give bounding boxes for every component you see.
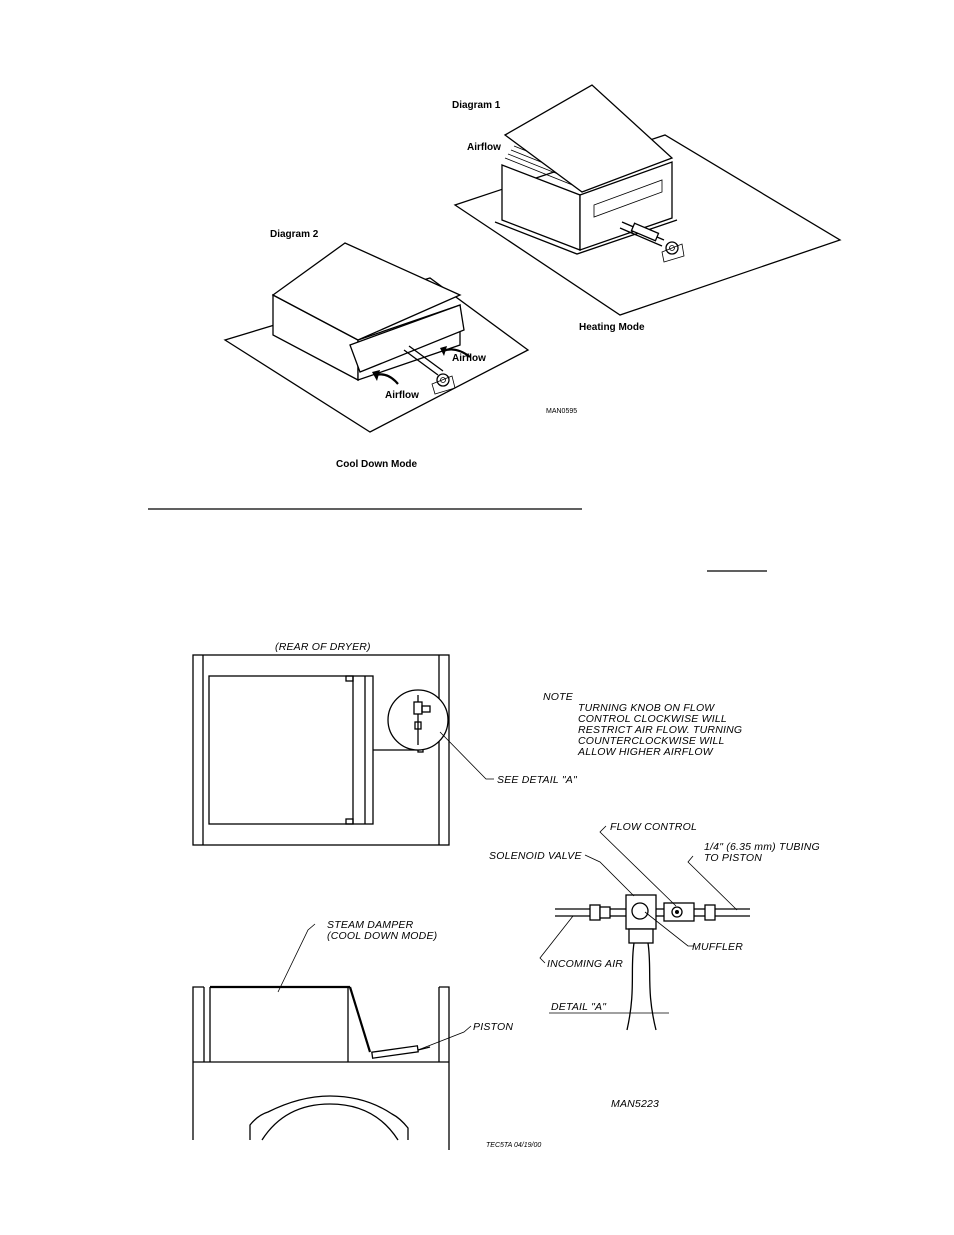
see-detail-leader	[439, 731, 494, 780]
diagram-2-arrow-head-right	[440, 346, 447, 356]
note-line-2: CONTROL CLOCKWISE WILL	[578, 713, 727, 725]
see-detail-label: SEE DETAIL "A"	[497, 774, 578, 786]
diagram-2-airflow-label-left: Airflow	[385, 390, 419, 401]
muffler-leader	[644, 911, 694, 947]
flow-control-label: FLOW CONTROL	[610, 821, 697, 833]
rear-access-panel	[208, 675, 374, 825]
incoming-air-leader	[539, 915, 574, 964]
solenoid-wire-right	[647, 942, 657, 1031]
note-heading: NOTE	[543, 691, 574, 703]
flow-control-knob	[671, 906, 683, 918]
incoming-fitting	[589, 904, 601, 921]
diagram-2-airflow-label-right: Airflow	[452, 353, 486, 364]
muffler-label: MUFFLER	[692, 941, 743, 953]
diagram-2-arrow-head-left	[372, 370, 380, 381]
diagram-2-box-top	[271, 242, 462, 341]
solenoid-coil-stem	[628, 928, 654, 944]
diagram-1-damper-lid	[503, 84, 674, 193]
diagram-2-cool-down-mode: Diagram 2 Airflow Airflow Cool Down Mode	[223, 229, 530, 470]
diagram-1-vent-slot	[593, 179, 663, 218]
diagram-1-airflow-label: Airflow	[467, 142, 501, 153]
solenoid-leader	[584, 854, 635, 897]
muffler-port	[631, 902, 649, 920]
tubing-label-line-1: 1/4" (6.35 mm) TUBING	[704, 841, 820, 853]
solenoid-valve-label: SOLENOID VALVE	[489, 850, 582, 862]
note-line-5: ALLOW HIGHER AIRFLOW	[577, 746, 714, 758]
note-line-3: RESTRICT AIR FLOW. TURNING	[578, 724, 742, 736]
diagram-2-mode-label: Cool Down Mode	[336, 459, 418, 470]
flow-note: NOTE TURNING KNOB ON FLOW CONTROL CLOCKW…	[543, 691, 742, 758]
detail-a-label: DETAIL "A"	[551, 1001, 607, 1013]
detail-a-view: FLOW CONTROL 1/4" (6.35 mm) TUBING TO PI…	[489, 821, 820, 1031]
diagram-2-piston	[403, 345, 456, 395]
steam-damper-leader	[277, 923, 316, 993]
side-left-wall	[192, 986, 204, 1140]
outlet-fitting	[704, 904, 716, 921]
bottom-figure-part-number: MAN5223	[611, 1098, 659, 1110]
side-right-wall	[439, 986, 450, 1150]
side-piston	[371, 1045, 419, 1059]
diagram-1-piston	[619, 221, 685, 263]
piston-leader	[417, 1025, 472, 1051]
dryer-door-outline	[249, 1095, 409, 1140]
flow-control-leader	[599, 825, 677, 907]
steam-damper-label-1: STEAM DAMPER	[327, 919, 414, 931]
diagram-2-damper-flap	[349, 304, 465, 373]
steam-damper-side-view: STEAM DAMPER (COOL DOWN MODE) PISTON	[192, 919, 513, 1150]
diagram-1-mode-label: Heating Mode	[579, 322, 645, 333]
rear-of-dryer-label: (REAR OF DRYER)	[275, 641, 371, 653]
tubing-label-line-2: TO PISTON	[704, 852, 762, 864]
solenoid-wire-left	[626, 942, 635, 1031]
damper-flap	[348, 986, 372, 1053]
steam-damper-label-2: (COOL DOWN MODE)	[327, 930, 437, 942]
note-line-1: TURNING KNOB ON FLOW	[578, 702, 715, 714]
tubing-leader	[687, 855, 738, 911]
diagram-1-heating-mode: Diagram 1 Airflow Heating Mode	[452, 84, 842, 333]
diagram-1-box-side	[579, 161, 673, 251]
diagram-1-title: Diagram 1	[452, 100, 501, 111]
incoming-air-label: INCOMING AIR	[547, 958, 623, 970]
diagram-2-title: Diagram 2	[270, 229, 319, 240]
rear-of-dryer-view: (REAR OF DRYER) SEE DETAIL "A"	[192, 641, 578, 846]
top-figure-part-number: MAN0595	[546, 408, 577, 415]
drawing-reference: TEC5TA 04/19/00	[486, 1142, 541, 1149]
note-line-4: COUNTERCLOCKWISE WILL	[578, 735, 725, 747]
dryer-door-glass	[261, 1103, 399, 1141]
piston-label: PISTON	[473, 1021, 513, 1033]
